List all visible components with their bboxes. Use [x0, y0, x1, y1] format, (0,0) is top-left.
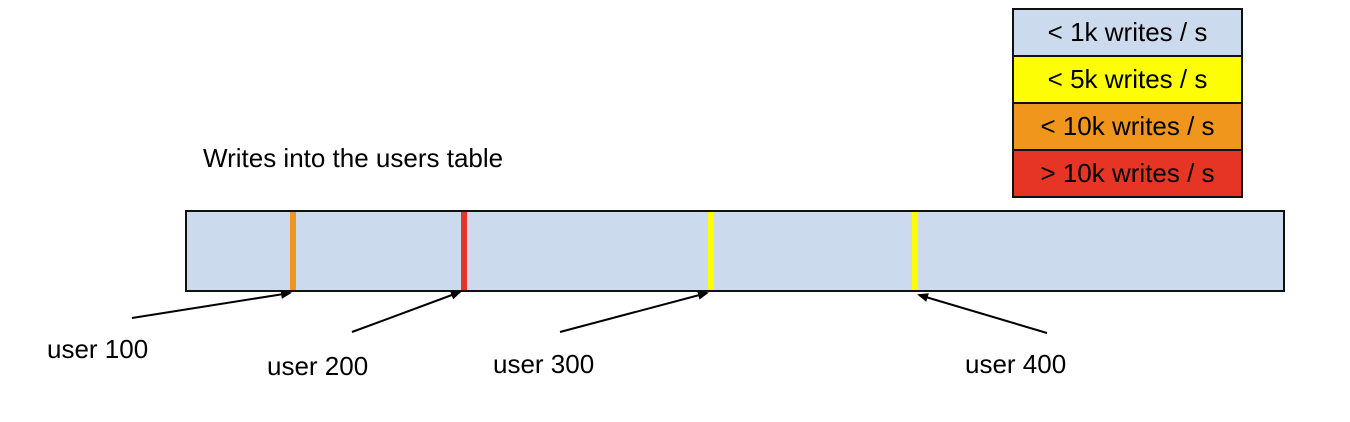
legend-item-lt-1k: < 1k writes / s [1014, 10, 1241, 57]
legend-item-gt-10k: > 10k writes / s [1014, 151, 1241, 196]
write-marker-user-200 [461, 212, 467, 290]
arrow-user-100 [131, 289, 292, 319]
arrow-user-400 [917, 293, 1048, 334]
label-user-400: user 400 [965, 349, 1067, 379]
diagram-title: Writes into the users table [203, 143, 504, 173]
label-user-300: user 300 [493, 349, 595, 379]
arrow-user-200 [351, 290, 462, 333]
legend-item-lt-10k: < 10k writes / s [1014, 104, 1241, 151]
write-marker-user-100 [290, 212, 296, 290]
write-marker-user-300 [708, 212, 714, 290]
write-marker-user-400 [912, 212, 918, 290]
label-user-100: user 100 [47, 334, 149, 364]
arrow-user-300 [559, 290, 709, 333]
label-user-200: user 200 [267, 351, 369, 381]
legend-item-lt-5k: < 5k writes / s [1014, 57, 1241, 104]
users-table-bar [185, 210, 1285, 292]
write-rate-legend: < 1k writes / s < 5k writes / s < 10k wr… [1012, 8, 1243, 198]
